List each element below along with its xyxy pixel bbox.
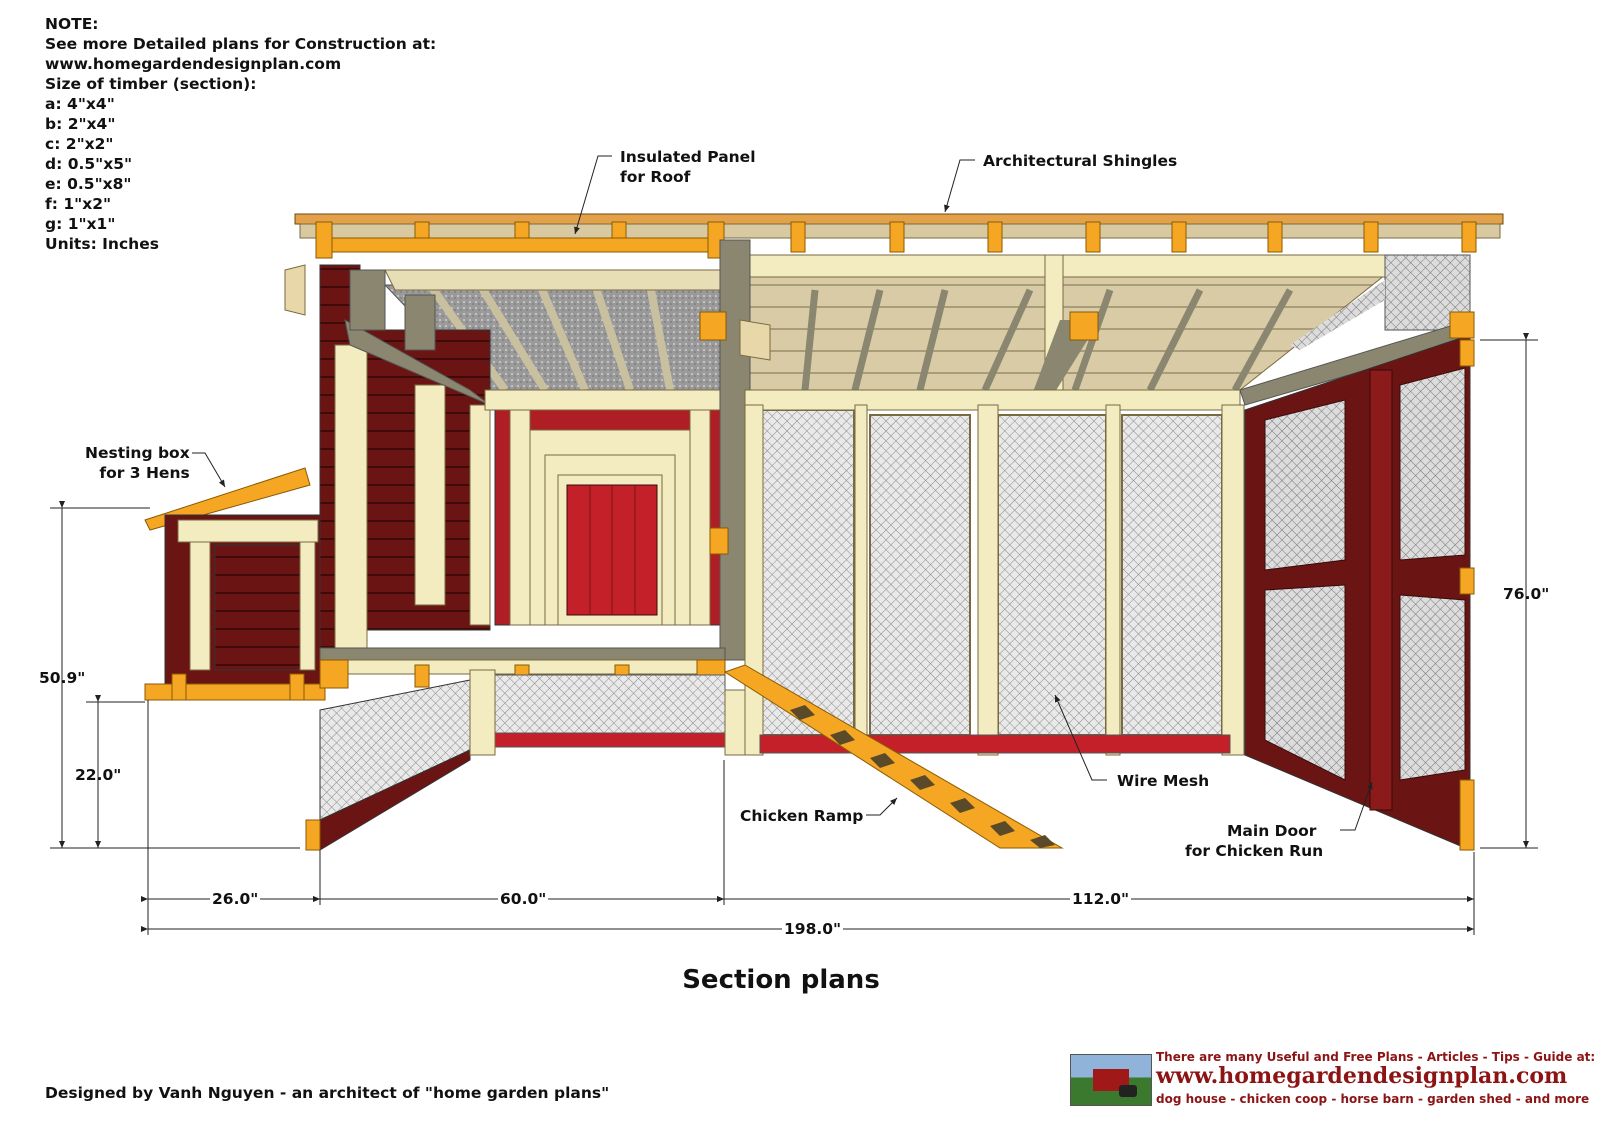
label-chicken-ramp: Chicken Ramp (740, 807, 864, 825)
note-line: b: 2"x4" (45, 115, 116, 133)
designer-credit: Designed by Vanh Nguyen - an architect o… (45, 1084, 610, 1102)
dim-width-run: 112.0" (1070, 890, 1132, 908)
banner-url-link[interactable]: www.homegardendesignplan.com (1156, 1063, 1568, 1089)
label-line: for Chicken Run (1185, 842, 1324, 860)
label-line: for Roof (620, 168, 691, 186)
label-shingles: Architectural Shingles (983, 152, 1178, 170)
note-line: See more Detailed plans for Construction… (45, 35, 437, 53)
label-nesting-box: Nesting box for 3 Hens (85, 443, 190, 483)
note-line: d: 0.5"x5" (45, 155, 133, 173)
dim-width-total: 198.0" (782, 920, 844, 938)
dim-height-floor: 22.0" (75, 766, 122, 784)
note-line: NOTE: (45, 15, 99, 33)
note-line: c: 2"x2" (45, 135, 114, 153)
note-line: www.homegardendesignplan.com (45, 55, 342, 73)
banner-tagline: There are many Useful and Free Plans - A… (1156, 1050, 1596, 1064)
note-line: a: 4"x4" (45, 95, 115, 113)
note-block: NOTE: See more Detailed plans for Constr… (45, 14, 436, 254)
note-line: Units: Inches (45, 235, 159, 253)
site-banner[interactable]: There are many Useful and Free Plans - A… (1070, 1050, 1595, 1110)
dim-height-total: 76.0" (1503, 585, 1550, 603)
label-wire-mesh: Wire Mesh (1117, 772, 1210, 790)
label-line: Main Door (1227, 822, 1317, 840)
note-line: f: 1"x2" (45, 195, 112, 213)
dim-width-coop: 60.0" (498, 890, 549, 908)
page-title: Section plans (682, 965, 880, 995)
label-main-door: Main Door for Chicken Run (1185, 821, 1324, 861)
dim-height-nesting: 50.9" (39, 669, 86, 687)
note-line: g: 1"x1" (45, 215, 116, 233)
label-insulated-panel: Insulated Panel for Roof (620, 147, 756, 187)
label-line: Insulated Panel (620, 148, 756, 166)
label-line: Nesting box (85, 444, 190, 462)
note-line: Size of timber (section): (45, 75, 257, 93)
dim-width-nest: 26.0" (210, 890, 261, 908)
tractor-icon (1119, 1085, 1137, 1097)
banner-logo-icon (1070, 1054, 1152, 1106)
banner-categories: dog house - chicken coop - horse barn - … (1156, 1092, 1590, 1106)
note-line: e: 0.5"x8" (45, 175, 132, 193)
label-line: for 3 Hens (99, 464, 190, 482)
